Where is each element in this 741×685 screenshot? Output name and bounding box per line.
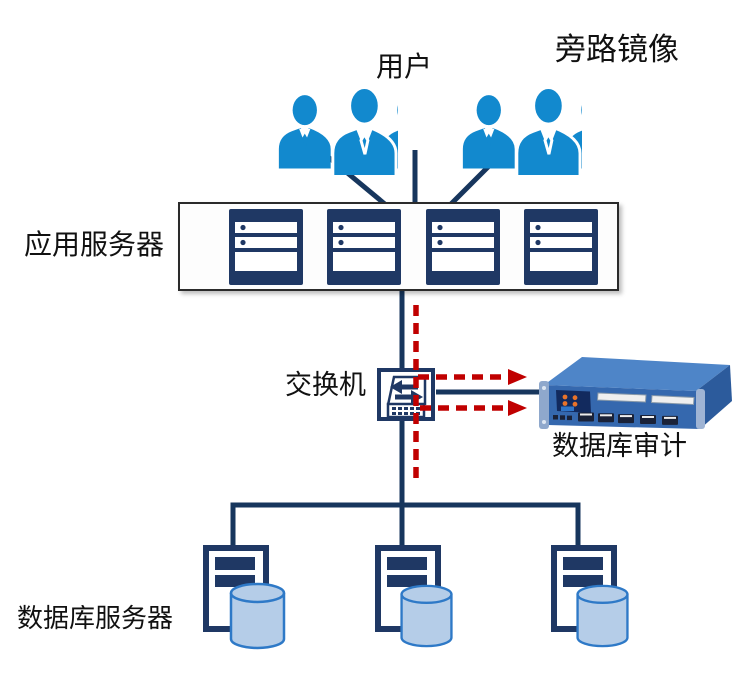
diagram-title: 旁路镜像 <box>555 32 679 67</box>
app-server-label: 应用服务器 <box>24 229 165 260</box>
db-audit-label: 数据库审计 <box>552 431 687 461</box>
switch-label: 交换机 <box>285 370 366 400</box>
users-label: 用户 <box>376 51 433 82</box>
db-server-label: 数据库服务器 <box>17 603 174 633</box>
